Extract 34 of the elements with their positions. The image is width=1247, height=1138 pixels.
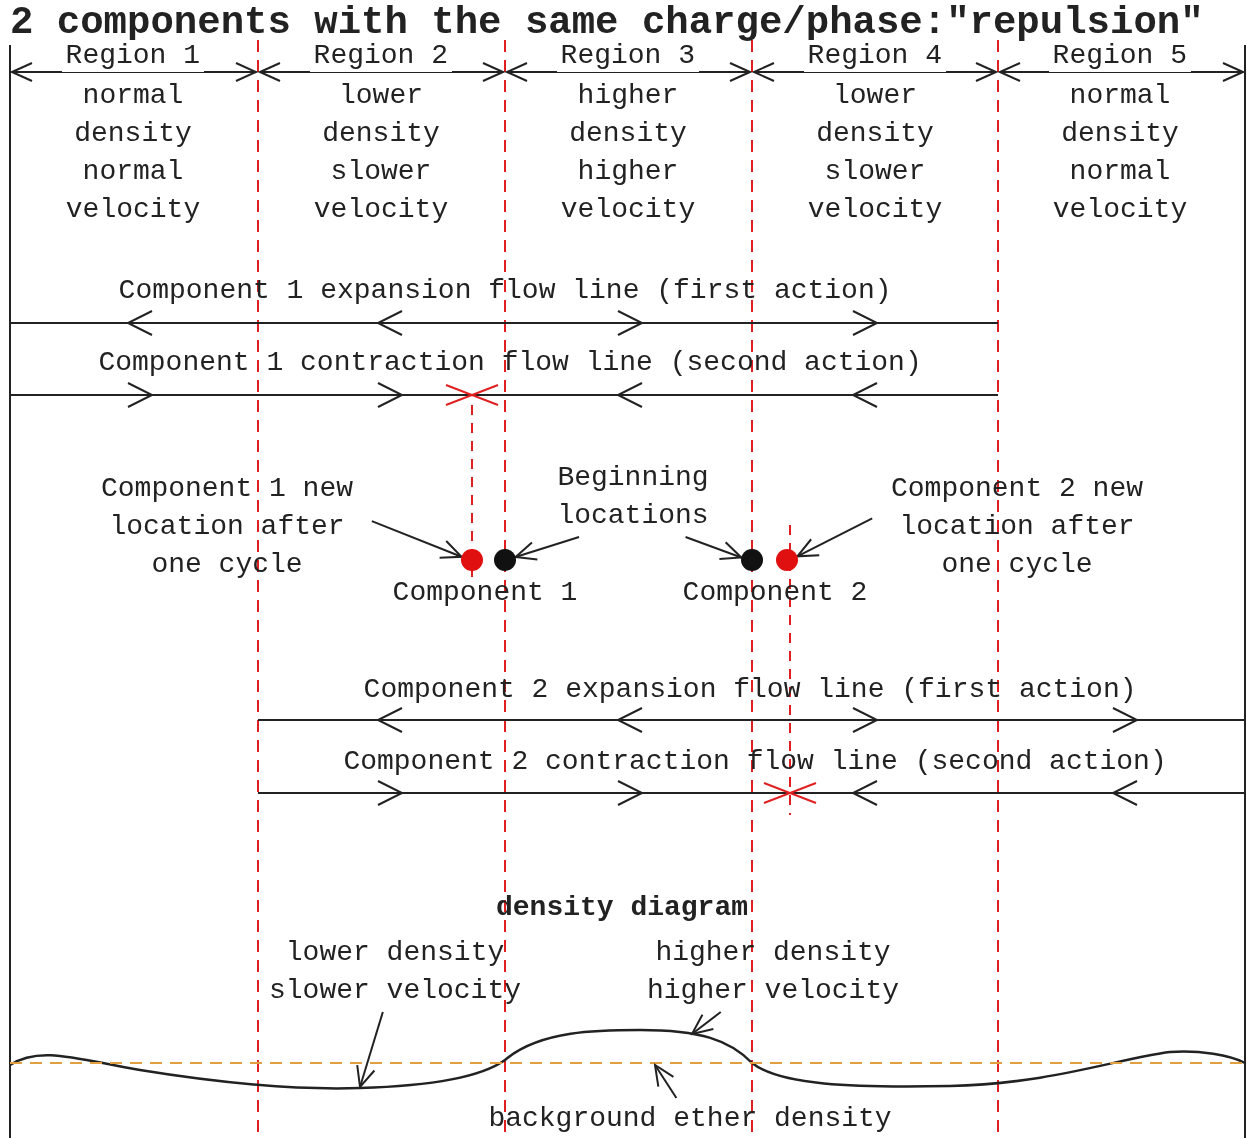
leader-line (796, 517, 874, 558)
leader-line (514, 536, 581, 561)
leader-line (370, 520, 463, 559)
region-description: lower density slower velocity (312, 79, 450, 227)
flow-line-label: Component 1 contraction flow line (second action) (97, 346, 923, 380)
region-description: normal density normal velocity (64, 79, 202, 227)
leader-line (684, 536, 743, 561)
callout-text: lower density slower velocity (260, 934, 530, 1010)
component-dot (776, 549, 798, 571)
region-description: higher density higher velocity (559, 79, 697, 227)
region-label: Region 4 (803, 40, 946, 72)
region-label: Region 1 (61, 40, 204, 72)
region-label: Region 2 (309, 40, 452, 72)
leader-line (691, 1011, 722, 1035)
callout-text: background ether density (471, 1100, 909, 1138)
callout-text: Component 2 new location after one cycle (874, 470, 1160, 584)
flow-line-label: Component 1 expansion flow line (first action) (117, 274, 893, 308)
callout-text: higher density higher velocity (638, 934, 908, 1010)
component-dot (741, 549, 763, 571)
component-dot (494, 549, 516, 571)
component-label: Component 2 (681, 576, 869, 610)
region-label: Region 5 (1048, 40, 1191, 72)
region-description: normal density normal velocity (1051, 79, 1189, 227)
diagram-heading: density diagram (495, 891, 750, 925)
component-dot (461, 549, 483, 571)
callout-text: Beginning locations (540, 459, 726, 535)
region-label: Region 3 (556, 40, 699, 72)
leader-line (356, 1011, 384, 1088)
leader-line (654, 1064, 678, 1099)
density-curve (9, 1028, 1246, 1090)
region-description: lower density slower velocity (806, 79, 944, 227)
callout-text: Component 1 new location after one cycle (84, 470, 370, 584)
component-label: Component 1 (391, 576, 579, 610)
flow-line-label: Component 2 contraction flow line (second action) (342, 745, 1168, 779)
